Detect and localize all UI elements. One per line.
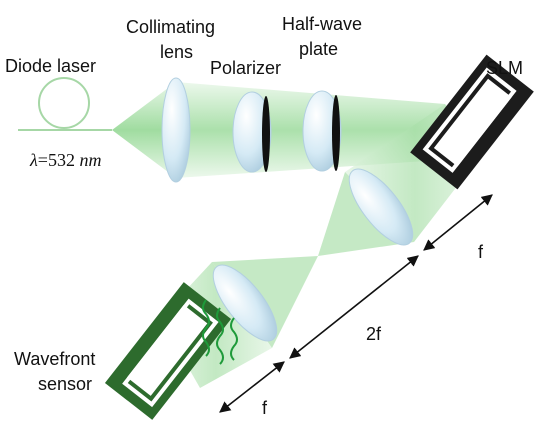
polarizer [232,91,272,173]
lens-2 [212,264,278,342]
label-diode-laser: Diode laser [5,56,96,76]
distance-arrows [219,194,493,413]
label-slm: SLM [486,58,523,78]
label-polarizer: Polarizer [210,58,281,78]
lens-1 [348,168,414,246]
arrow-f-bottom [219,361,285,413]
label-half-wave-1: Half-wave [282,14,362,34]
label-half-wave-2: plate [299,39,338,59]
label-wavelength: λ=532 nm [29,150,101,170]
label-f-bottom: f [262,398,268,418]
arrow-f-top [423,194,493,251]
label-collimating-lens-2: lens [160,42,193,62]
label-wavefront-2: sensor [38,374,92,394]
arrow-2f [289,255,419,359]
label-wavefront-1: Wavefront [14,349,95,369]
collimating-lens [161,77,191,183]
beam-cone [112,82,176,178]
sensor-mount-icon [104,282,232,420]
slm-mount-icon [410,54,534,190]
half-wave-plate [302,90,342,172]
wavefront-lines [202,299,238,365]
label-f-top: f [478,242,484,262]
fiber-coil-icon [18,77,112,131]
label-collimating-lens-1: Collimating [126,17,215,37]
label-2f: 2f [366,324,382,344]
